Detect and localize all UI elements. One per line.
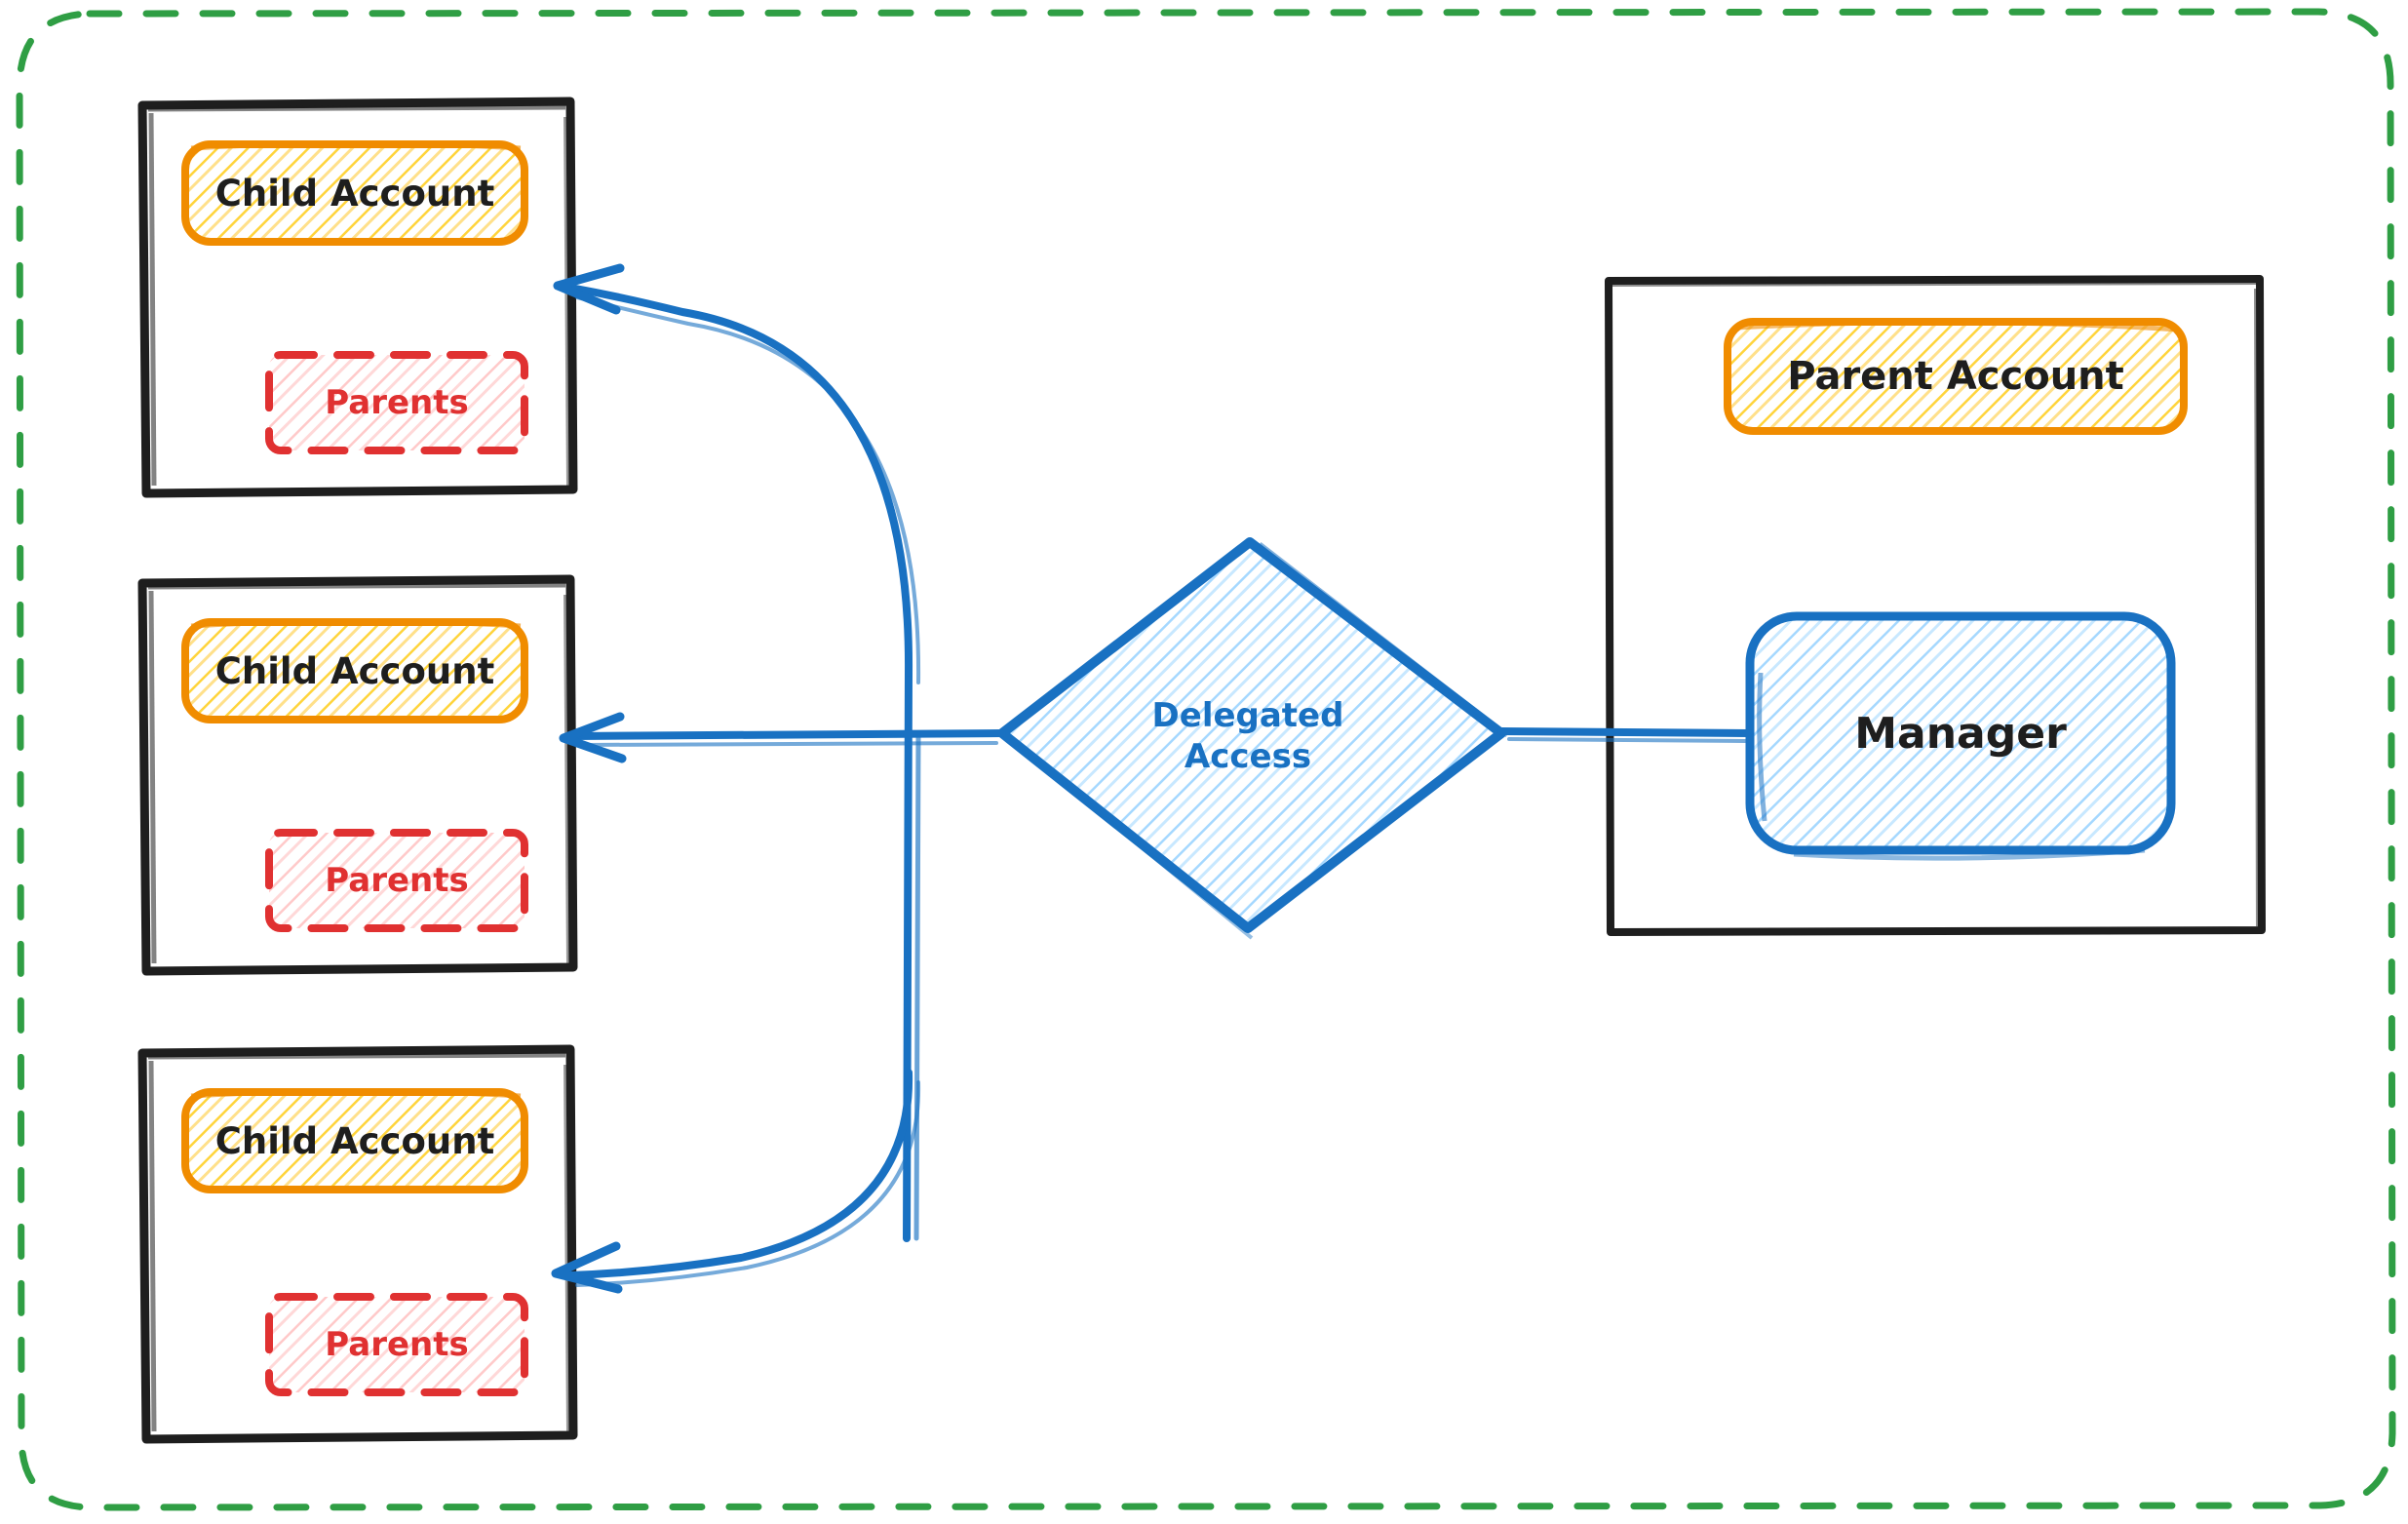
organization-boundary — [16, 8, 2396, 1511]
child-account-box-3[interactable] — [181, 1088, 528, 1193]
edge-delegated-access-to-child-1 — [553, 263, 921, 684]
edge-delegated-access-to-child-3 — [551, 1069, 921, 1294]
parent-account-box[interactable] — [1724, 318, 2188, 435]
edge-delegated-access-to-child-2 — [559, 712, 1006, 763]
delegated-access-diamond[interactable] — [997, 537, 1509, 940]
parents-box-2[interactable] — [265, 829, 528, 932]
edge-manager-to-delegated-access — [1497, 727, 1754, 743]
child-account-box-2[interactable] — [181, 618, 528, 723]
child-account-box-1[interactable] — [181, 140, 528, 246]
parents-box-3[interactable] — [265, 1293, 528, 1396]
edge-trunk — [903, 669, 921, 1242]
parents-box-1[interactable] — [265, 351, 528, 454]
manager-box[interactable] — [1745, 611, 2176, 861]
